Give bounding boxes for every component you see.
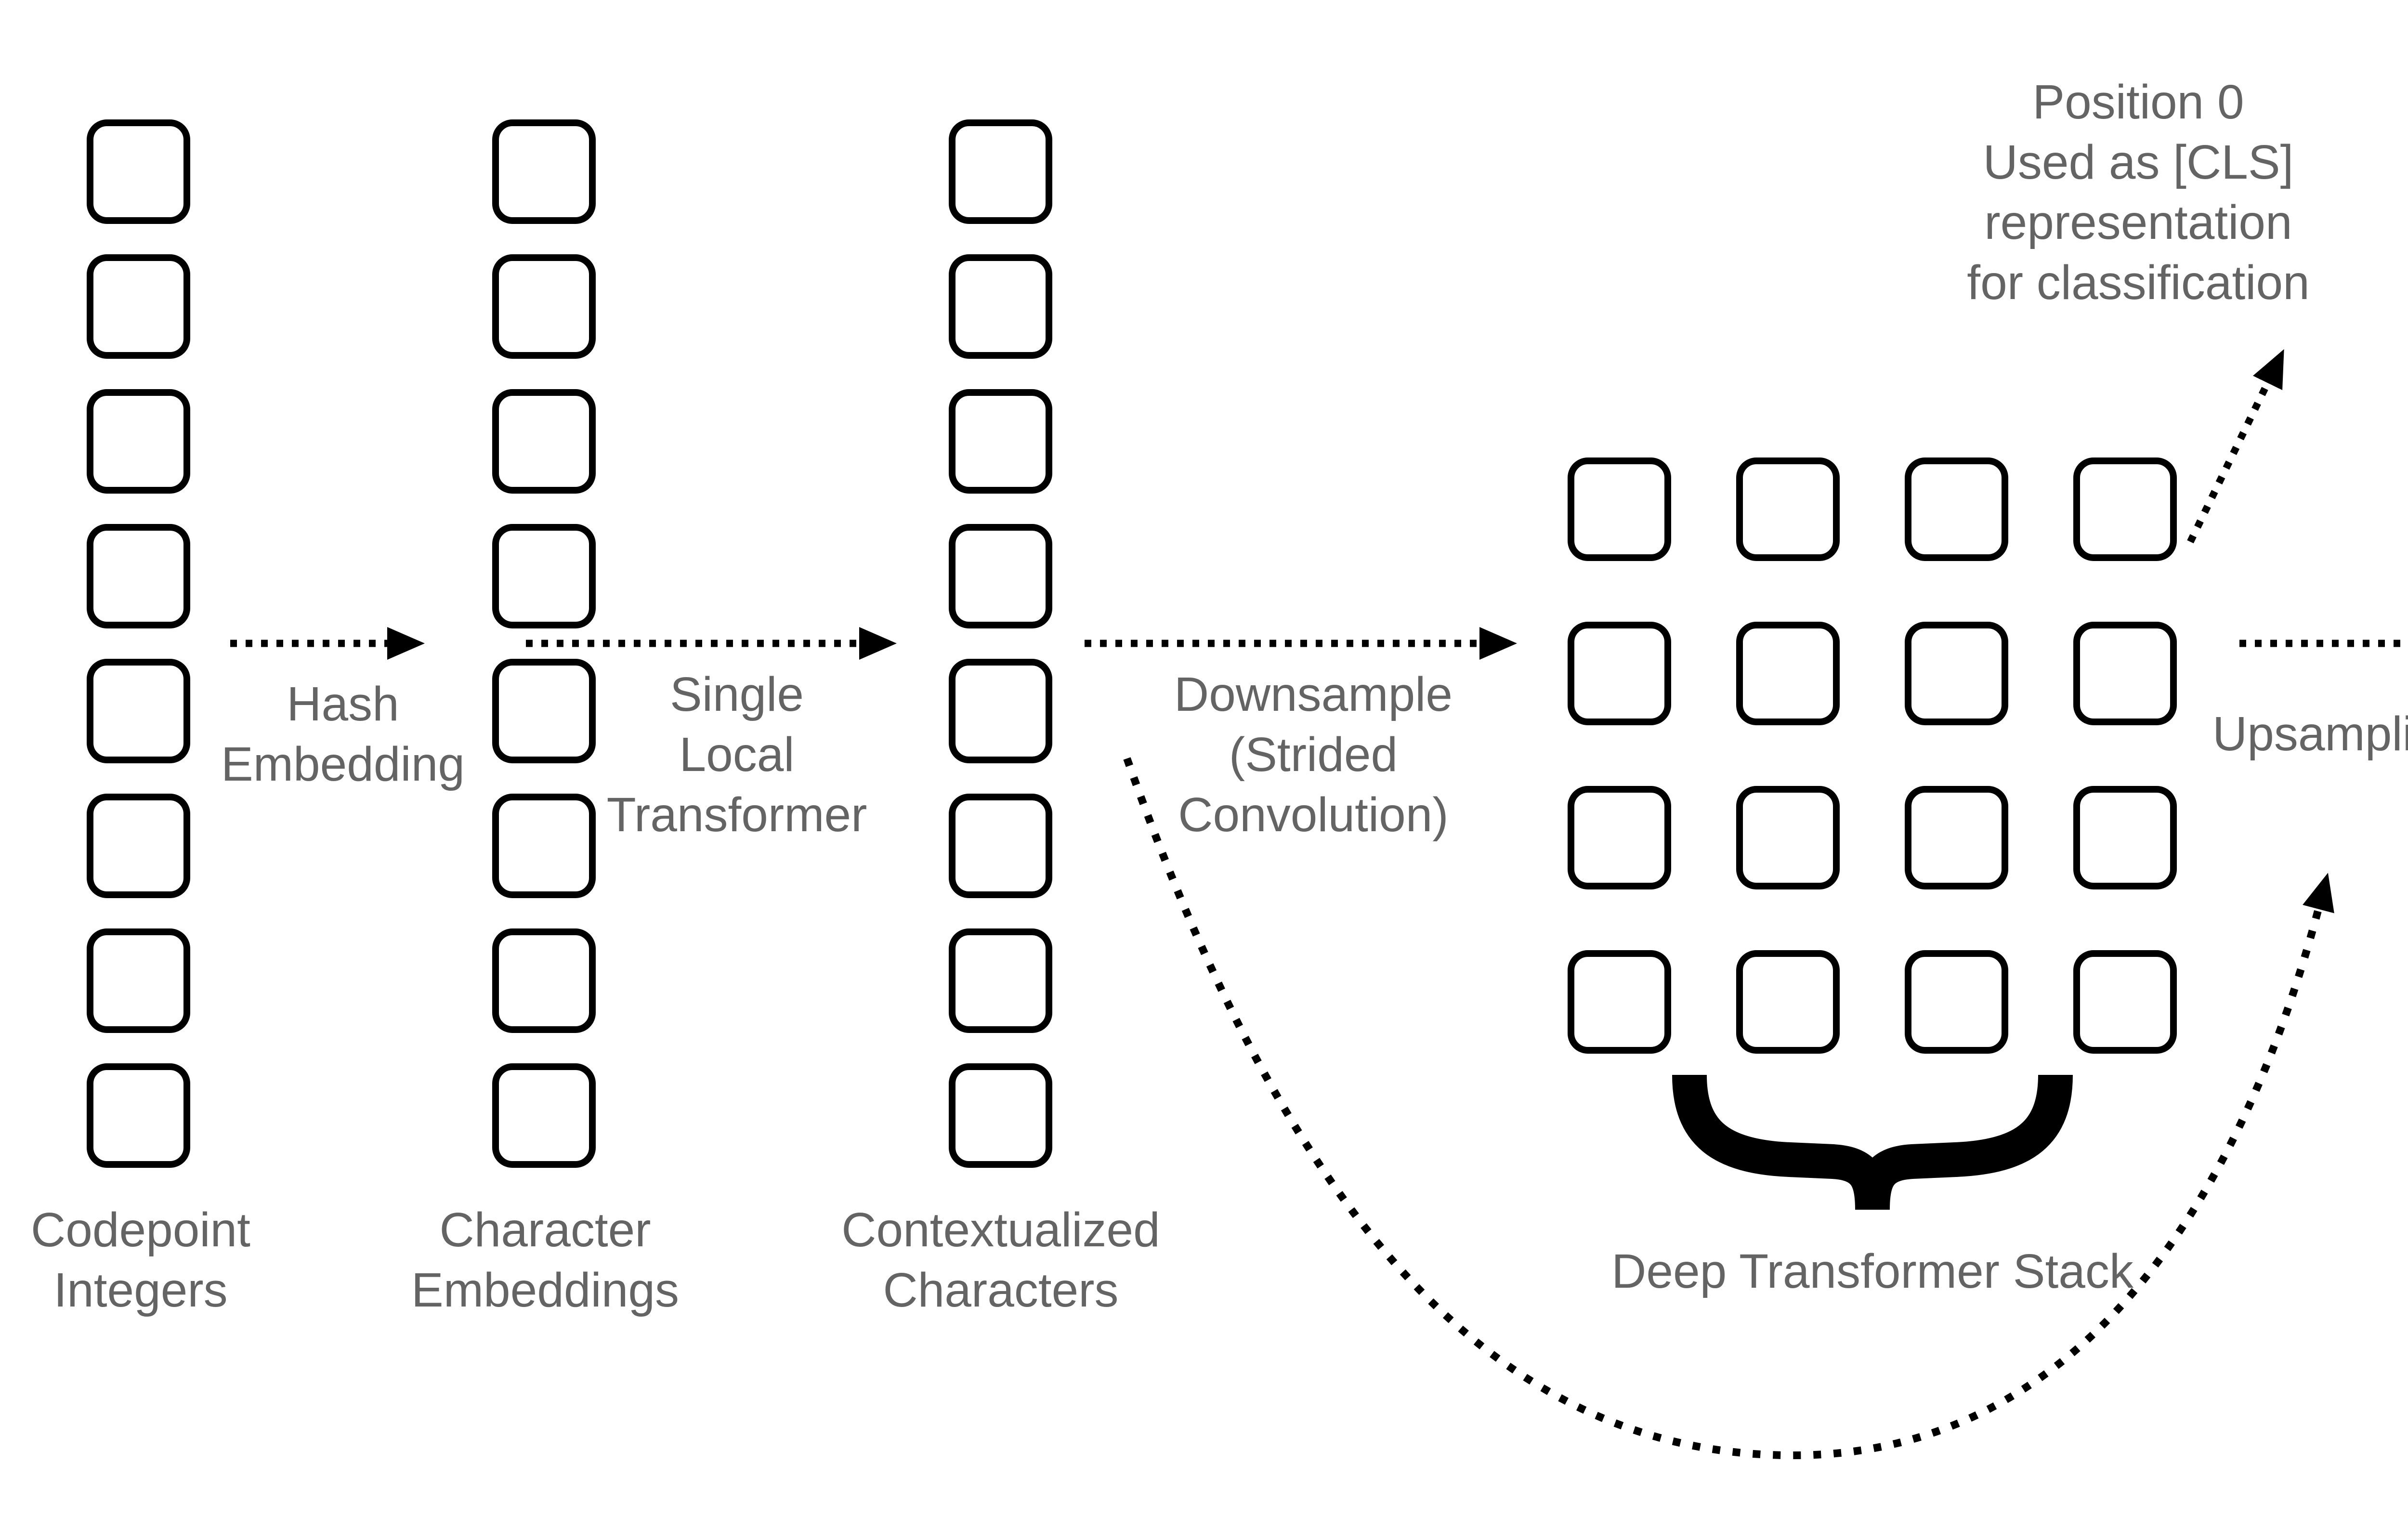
token-box xyxy=(2073,457,2177,561)
token-box xyxy=(1736,622,1840,725)
token-box xyxy=(87,254,190,359)
label-downsample: Downsample (Strided Convolution) xyxy=(1174,667,1453,842)
token-box xyxy=(87,794,190,898)
token-box xyxy=(87,928,190,1033)
label-character-embeddings: Character Embeddings xyxy=(411,1203,679,1317)
token-box xyxy=(492,524,596,628)
label-hash-embedding: Hash Embedding xyxy=(221,677,465,791)
token-box xyxy=(1905,950,2008,1054)
token-box xyxy=(949,389,1052,494)
deep-transformer-grid xyxy=(1568,457,2177,1054)
token-box xyxy=(949,254,1052,359)
token-box xyxy=(1736,950,1840,1054)
token-box xyxy=(1905,622,2008,725)
token-box xyxy=(492,794,596,898)
label-upsampling: Upsampling xyxy=(2212,707,2408,761)
column-character-embeddings xyxy=(492,119,596,1168)
token-box xyxy=(949,524,1052,628)
token-box xyxy=(2073,950,2177,1054)
transformer-stack-brace xyxy=(1672,1074,2073,1210)
token-box xyxy=(1568,950,1671,1054)
residual-upsampling-arrow xyxy=(1123,757,2334,1460)
token-box xyxy=(1568,457,1671,561)
token-box xyxy=(492,254,596,359)
token-box xyxy=(492,1063,596,1168)
token-box xyxy=(87,659,190,763)
token-box xyxy=(1568,786,1671,889)
token-box xyxy=(1736,457,1840,561)
token-box xyxy=(492,928,596,1033)
token-box xyxy=(949,1063,1052,1168)
token-box xyxy=(2073,622,2177,725)
token-box xyxy=(87,119,190,224)
token-box xyxy=(949,794,1052,898)
label-codepoint-integers: Codepoint Integers xyxy=(31,1203,250,1317)
token-box xyxy=(1905,786,2008,889)
token-box xyxy=(949,119,1052,224)
label-single-local-transformer: Single Local Transformer xyxy=(606,667,867,842)
token-box xyxy=(1905,457,2008,561)
token-box xyxy=(87,524,190,628)
token-box xyxy=(949,659,1052,763)
token-box xyxy=(1568,622,1671,725)
token-box xyxy=(949,928,1052,1033)
token-box xyxy=(87,389,190,494)
token-box xyxy=(2073,786,2177,889)
cls-position-arrow xyxy=(2187,349,2284,544)
column-contextualized-chars xyxy=(949,119,1052,1168)
token-box xyxy=(1736,786,1840,889)
token-box xyxy=(492,119,596,224)
token-box xyxy=(492,659,596,763)
label-deep-transformer-stack: Deep Transformer Stack xyxy=(1611,1244,2133,1298)
label-cls-note: Position 0 Used as [CLS] representation … xyxy=(1967,75,2310,310)
column-codepoint-integers xyxy=(87,119,190,1168)
token-box xyxy=(492,389,596,494)
label-contextualized-chars: Contextualized Characters xyxy=(841,1203,1160,1317)
token-box xyxy=(87,1063,190,1168)
